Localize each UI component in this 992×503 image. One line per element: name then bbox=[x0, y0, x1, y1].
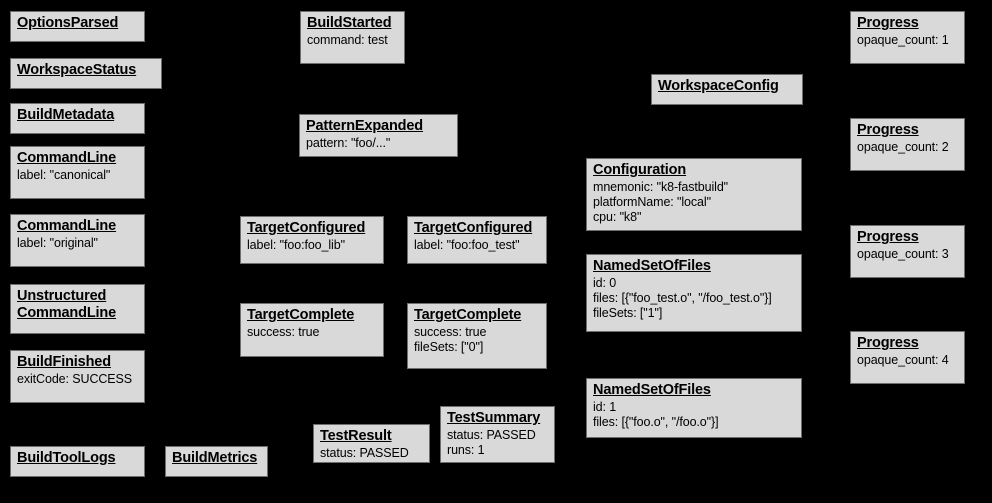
event-node-title: PatternExpanded bbox=[306, 118, 423, 134]
event-node-title: Progress bbox=[857, 229, 919, 245]
event-node-fields: label: "original" bbox=[17, 236, 98, 250]
event-node-fields: label: "foo:foo_lib" bbox=[247, 238, 345, 252]
event-node-target-complete-test[interactable]: TargetComplete success: true fileSets: ["… bbox=[407, 303, 547, 369]
event-node-title: TestSummary bbox=[447, 410, 541, 426]
event-node-title: Configuration bbox=[593, 162, 687, 178]
event-node-title: TargetComplete bbox=[247, 307, 355, 323]
event-node-title: CommandLine bbox=[17, 150, 117, 166]
event-node-command-line-canonical[interactable]: CommandLine label: "canonical" bbox=[10, 146, 145, 199]
event-node-title: Progress bbox=[857, 15, 919, 31]
event-node-fields: label: "canonical" bbox=[17, 168, 111, 182]
event-node-title: TargetConfigured bbox=[414, 220, 533, 236]
event-node-workspace-config[interactable]: WorkspaceConfig bbox=[651, 74, 803, 105]
event-node-progress-4[interactable]: Progress opaque_count: 4 bbox=[850, 331, 965, 384]
event-node-build-metadata[interactable]: BuildMetadata bbox=[10, 103, 145, 134]
event-node-test-result[interactable]: TestResult status: PASSED bbox=[313, 424, 430, 463]
event-node-unstructured-command-line[interactable]: Unstructured CommandLine bbox=[10, 284, 145, 334]
event-node-named-set-of-files-0[interactable]: NamedSetOfFiles id: 0 files: [{"foo_test.… bbox=[586, 254, 802, 332]
event-node-fields: status: PASSED bbox=[320, 446, 409, 460]
event-node-title: BuildFinished bbox=[17, 354, 111, 370]
event-node-title: WorkspaceStatus bbox=[17, 62, 137, 78]
event-node-title: BuildToolLogs bbox=[17, 450, 116, 466]
event-node-fields: status: PASSED runs: 1 bbox=[447, 428, 536, 457]
event-node-fields: success: true bbox=[247, 325, 320, 339]
event-node-title: WorkspaceConfig bbox=[658, 78, 779, 94]
event-node-title: TargetComplete bbox=[414, 307, 522, 323]
event-node-title: Progress bbox=[857, 335, 919, 351]
event-node-build-started[interactable]: BuildStarted command: test bbox=[300, 11, 405, 64]
event-node-fields: id: 0 files: [{"foo_test.o", "/foo_test.… bbox=[593, 276, 772, 320]
event-node-fields: id: 1 files: [{"foo.o", "/foo.o"}] bbox=[593, 400, 719, 429]
event-node-title: CommandLine bbox=[17, 218, 117, 234]
event-node-build-finished[interactable]: BuildFinished exitCode: SUCCESS bbox=[10, 350, 145, 403]
event-node-command-line-original[interactable]: CommandLine label: "original" bbox=[10, 214, 145, 267]
event-node-pattern-expanded[interactable]: PatternExpanded pattern: "foo/..." bbox=[299, 114, 458, 157]
event-node-options-parsed[interactable]: OptionsParsed bbox=[10, 11, 145, 42]
event-node-title: OptionsParsed bbox=[17, 15, 119, 31]
event-node-title: Unstructured CommandLine bbox=[17, 288, 117, 321]
event-node-workspace-status[interactable]: WorkspaceStatus bbox=[10, 58, 162, 89]
event-node-fields: pattern: "foo/..." bbox=[306, 136, 391, 150]
event-node-title: NamedSetOfFiles bbox=[593, 258, 711, 274]
event-node-build-tool-logs[interactable]: BuildToolLogs bbox=[10, 446, 145, 477]
event-node-progress-3[interactable]: Progress opaque_count: 3 bbox=[850, 225, 965, 278]
event-node-target-configured-foo-lib[interactable]: TargetConfigured label: "foo:foo_lib" bbox=[240, 216, 384, 264]
event-node-fields: mnemonic: "k8-fastbuild" platformName: "… bbox=[593, 180, 729, 224]
event-node-title: BuildStarted bbox=[307, 15, 392, 31]
event-node-title: TestResult bbox=[320, 428, 392, 444]
event-node-fields: success: true fileSets: ["0"] bbox=[414, 325, 487, 354]
event-node-fields: opaque_count: 4 bbox=[857, 353, 949, 367]
event-node-title: NamedSetOfFiles bbox=[593, 382, 711, 398]
event-node-fields: opaque_count: 3 bbox=[857, 247, 949, 261]
event-node-target-configured-foo-test[interactable]: TargetConfigured label: "foo:foo_test" bbox=[407, 216, 547, 264]
event-node-fields: opaque_count: 1 bbox=[857, 33, 949, 47]
event-node-title: BuildMetadata bbox=[17, 107, 115, 123]
event-node-fields: exitCode: SUCCESS bbox=[17, 372, 133, 386]
event-node-title: TargetConfigured bbox=[247, 220, 366, 236]
event-node-fields: label: "foo:foo_test" bbox=[414, 238, 520, 252]
event-node-test-summary[interactable]: TestSummary status: PASSED runs: 1 bbox=[440, 406, 555, 463]
event-node-fields: command: test bbox=[307, 33, 388, 47]
event-node-progress-1[interactable]: Progress opaque_count: 1 bbox=[850, 11, 965, 64]
event-node-title: Progress bbox=[857, 122, 919, 138]
event-node-named-set-of-files-1[interactable]: NamedSetOfFiles id: 1 files: [{"foo.o", "… bbox=[586, 378, 802, 438]
event-node-configuration[interactable]: Configuration mnemonic: "k8-fastbuild" pl… bbox=[586, 158, 802, 231]
event-node-build-metrics[interactable]: BuildMetrics bbox=[165, 446, 268, 477]
event-node-progress-2[interactable]: Progress opaque_count: 2 bbox=[850, 118, 965, 171]
event-node-title: BuildMetrics bbox=[172, 450, 258, 466]
event-node-target-complete-lib[interactable]: TargetComplete success: true bbox=[240, 303, 384, 357]
event-node-fields: opaque_count: 2 bbox=[857, 140, 949, 154]
